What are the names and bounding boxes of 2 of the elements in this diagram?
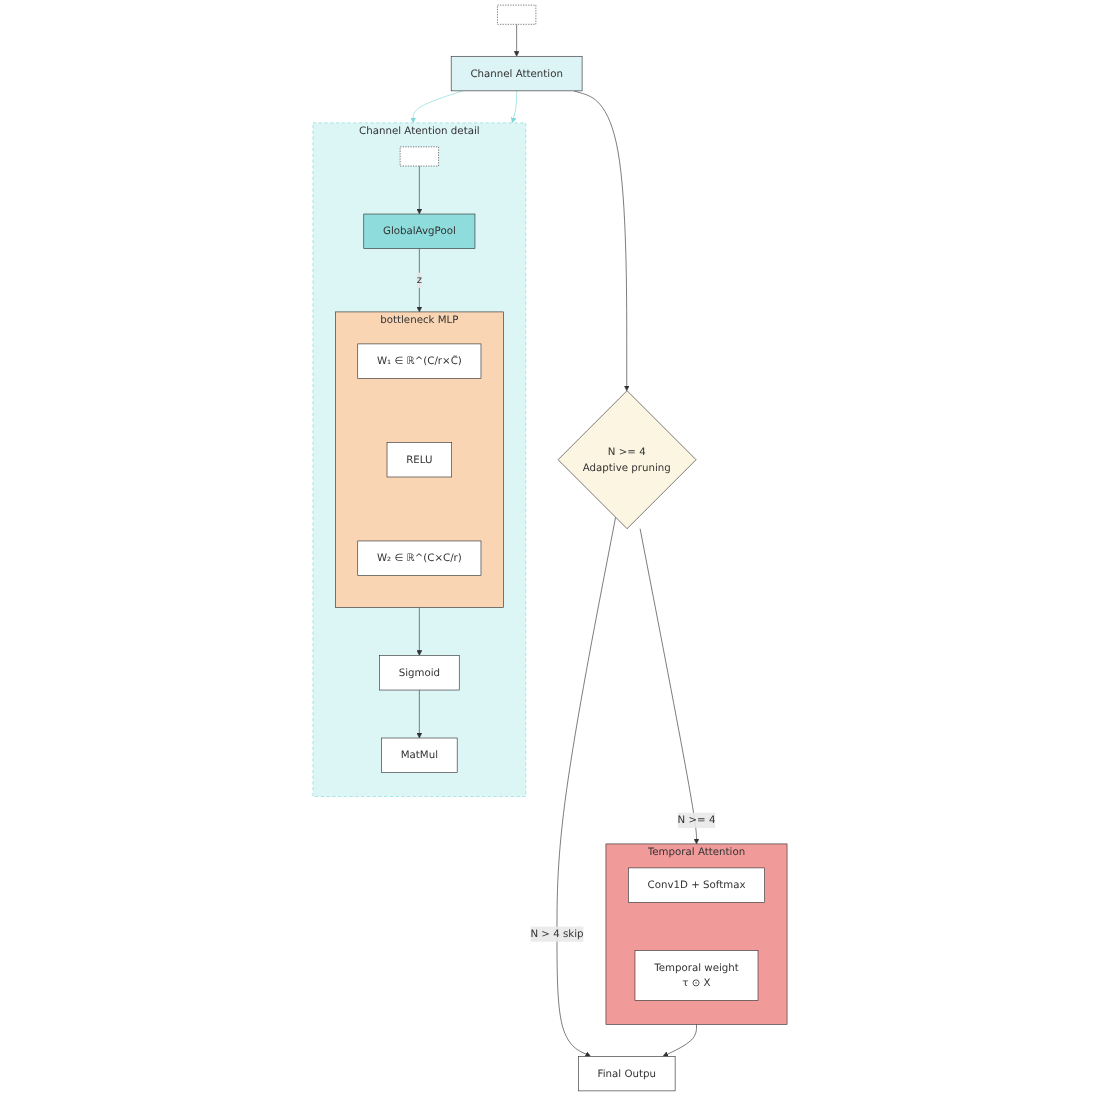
node-box — [399, 146, 439, 167]
node-box — [497, 4, 537, 25]
